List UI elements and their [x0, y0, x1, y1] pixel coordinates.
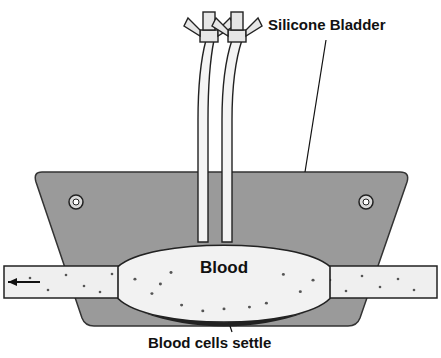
access-tubes	[198, 40, 242, 242]
luer-connector	[184, 12, 262, 42]
mount-hole	[69, 195, 83, 209]
mount-hole	[363, 199, 369, 205]
blood-chamber: Blood	[118, 236, 330, 332]
chamber-outline	[118, 236, 330, 332]
leader-line	[305, 40, 326, 172]
note-label: Blood cells settle	[148, 334, 271, 351]
node-text: Blood	[197, 258, 251, 278]
mount-hole	[73, 199, 79, 205]
mount-hole	[359, 195, 373, 209]
part-label: Silicone Bladder	[268, 16, 386, 33]
flow-arrow	[8, 281, 40, 283]
